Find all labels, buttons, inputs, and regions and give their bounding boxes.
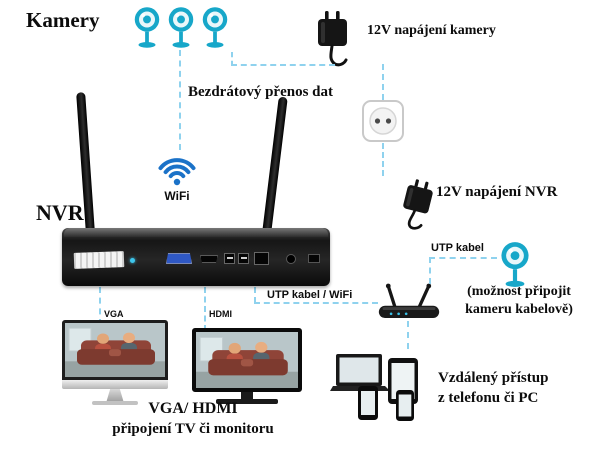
camera-icon — [202, 7, 228, 48]
connector-adapter-to-socket — [382, 64, 384, 100]
dc-power-jack — [286, 254, 296, 264]
usb-port — [224, 253, 235, 264]
phone-laptop-icons — [330, 354, 418, 421]
nvr-barcode-sticker — [73, 251, 125, 269]
connector-nvr-hdmi — [204, 287, 206, 331]
power-adapter-camera-icon — [318, 11, 348, 67]
wired-camera-note-line2: kameru kabelově) — [465, 302, 573, 317]
wall-socket-icon — [362, 100, 404, 142]
wired-camera-icon — [501, 242, 529, 287]
wireless-label: Bezdrátový přenos dat — [188, 84, 333, 100]
monitor-base — [92, 401, 138, 405]
living-room-photo — [196, 332, 298, 388]
ethernet-port — [254, 252, 269, 265]
living-room-photo — [65, 323, 165, 377]
connector-camera-power-vertical — [231, 52, 233, 66]
power-switch — [308, 254, 320, 263]
hdmi-cable-label: HDMI — [209, 309, 232, 319]
camera-power-label: 12V napájení kamery — [367, 23, 496, 38]
wifi-label: WiFi — [164, 189, 190, 203]
connector-router-camera-horizontal — [429, 257, 497, 259]
tv-caption-line2: připojení TV či monitoru — [112, 421, 274, 437]
vga-cable-label: VGA — [104, 309, 124, 319]
remote-caption-line2: z telefonu či PC — [438, 390, 539, 406]
utp-cable-label: UTP kabel — [431, 242, 484, 254]
wifi-icon — [158, 158, 196, 186]
monitor-stand — [106, 389, 124, 401]
nvr-status-led — [130, 258, 135, 263]
tv-stand-neck — [241, 392, 253, 399]
connector-nvr-router-vertical — [254, 287, 256, 303]
usb-port — [238, 253, 249, 264]
nvr-device — [62, 228, 330, 286]
connector-nvr-vga — [99, 287, 101, 325]
camera-icon — [134, 7, 160, 48]
router-icon — [378, 283, 440, 319]
remote-caption-line1: Vzdálený přístup — [438, 370, 549, 386]
monitor-chin — [62, 380, 168, 389]
tv-stand-base — [216, 399, 278, 404]
nvr-power-label: 12V napájení NVR — [436, 184, 558, 200]
connector-cameras-to-wifi — [179, 50, 181, 150]
monitor-vga — [62, 320, 168, 405]
connector-router-camera-vertical — [429, 257, 431, 284]
power-adapter-nvr-icon — [403, 179, 433, 230]
connector-nvr-router-horizontal — [254, 302, 378, 304]
tv-hdmi — [192, 328, 302, 404]
camera-icon — [168, 7, 194, 48]
nvr-antenna-right — [262, 96, 288, 235]
nvr-top-face — [64, 228, 328, 237]
connector-socket-to-nvr-adapter — [382, 143, 384, 176]
router-link-label: UTP kabel / WiFi — [267, 289, 353, 301]
tv-caption-line1: VGA/ HDMI — [148, 400, 238, 417]
cameras-label: Kamery — [26, 8, 100, 32]
monitor-screen — [62, 320, 168, 380]
wired-camera-note-line1: (možnost připojit — [467, 284, 571, 299]
tv-screen — [192, 328, 302, 392]
nvr-label: NVR — [36, 200, 84, 225]
hdmi-port — [200, 255, 218, 263]
connector-router-devices — [407, 321, 409, 349]
vga-port — [166, 253, 192, 264]
connector-camera-power-horizontal — [231, 64, 335, 66]
